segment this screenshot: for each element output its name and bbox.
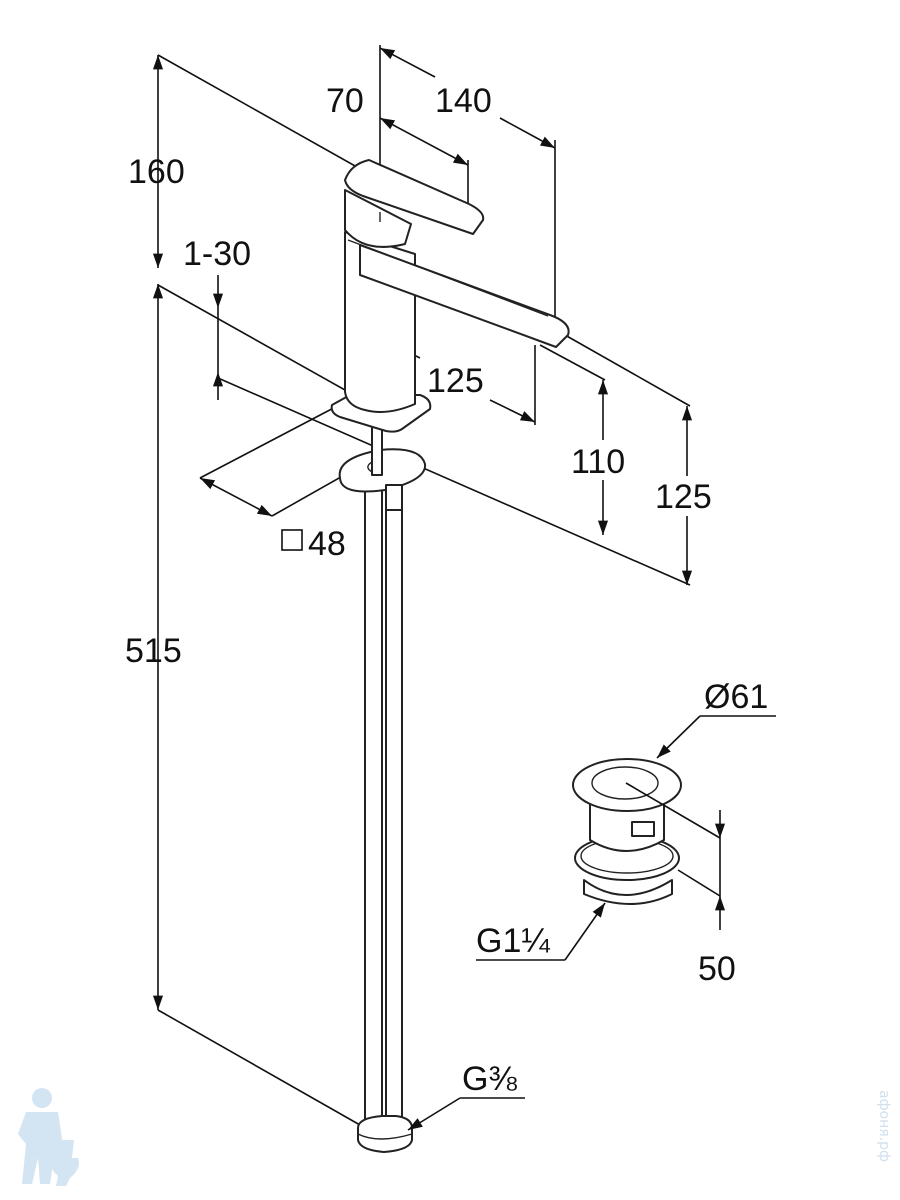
waste-valve-drawing	[407, 715, 776, 1131]
dim-waste-diameter: Ø61	[704, 678, 768, 716]
dim-total-height: 515	[125, 632, 182, 670]
dimension-handle	[379, 45, 556, 322]
dimension-deck-thickness	[212, 275, 691, 586]
dim-waste-thread: G1¼	[476, 922, 550, 960]
dim-overall-height: 125	[655, 478, 712, 516]
site-watermark: афоня.рф	[876, 1090, 892, 1162]
plumber-logo-watermark	[18, 1088, 79, 1186]
dim-supply-thread: G⅜	[462, 1060, 517, 1098]
dim-waste-height: 50	[698, 950, 736, 988]
faucet-drawing	[330, 159, 570, 1153]
dimension-right-heights	[539, 334, 693, 585]
dim-base-square: 48	[308, 525, 346, 563]
dimension-height-chain	[152, 54, 381, 1126]
dim-handle-width: 70	[326, 82, 364, 120]
dim-handle-height: 160	[128, 153, 185, 191]
dim-handle-length: 140	[435, 82, 492, 120]
dim-spout-height: 110	[571, 443, 625, 481]
dim-spout-reach: 125	[427, 362, 484, 400]
dim-deck-thickness: 1-30	[183, 235, 251, 273]
